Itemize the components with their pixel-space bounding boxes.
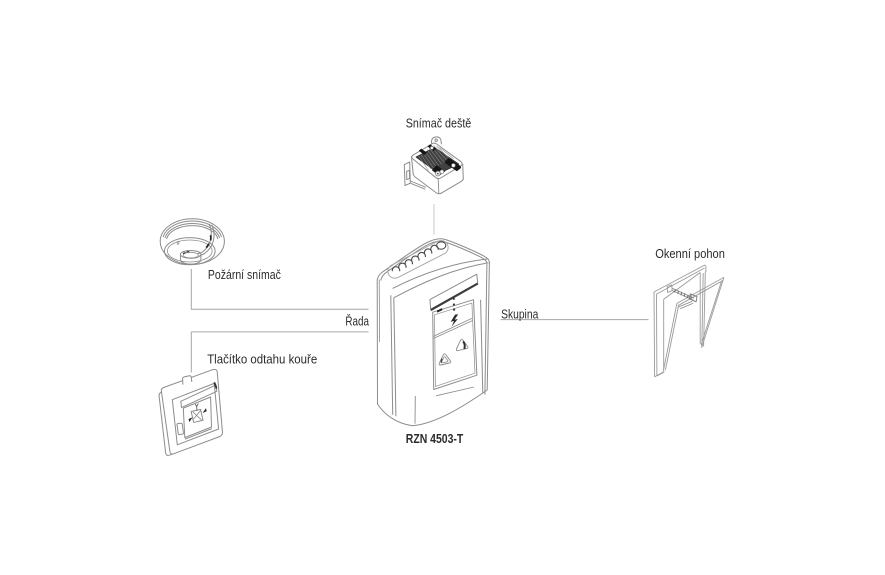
svg-text:Tlačítko odtahu kouře: Tlačítko odtahu kouře: [207, 352, 317, 367]
svg-text:Okenní pohon: Okenní pohon: [655, 246, 725, 261]
svg-text:Skupina: Skupina: [501, 306, 539, 321]
svg-text:Snímač deště: Snímač deště: [406, 115, 472, 130]
svg-text:RZN 4503-T: RZN 4503-T: [406, 431, 464, 446]
svg-text:Řada: Řada: [345, 313, 369, 328]
svg-text:Požární snímač: Požární snímač: [208, 267, 281, 282]
